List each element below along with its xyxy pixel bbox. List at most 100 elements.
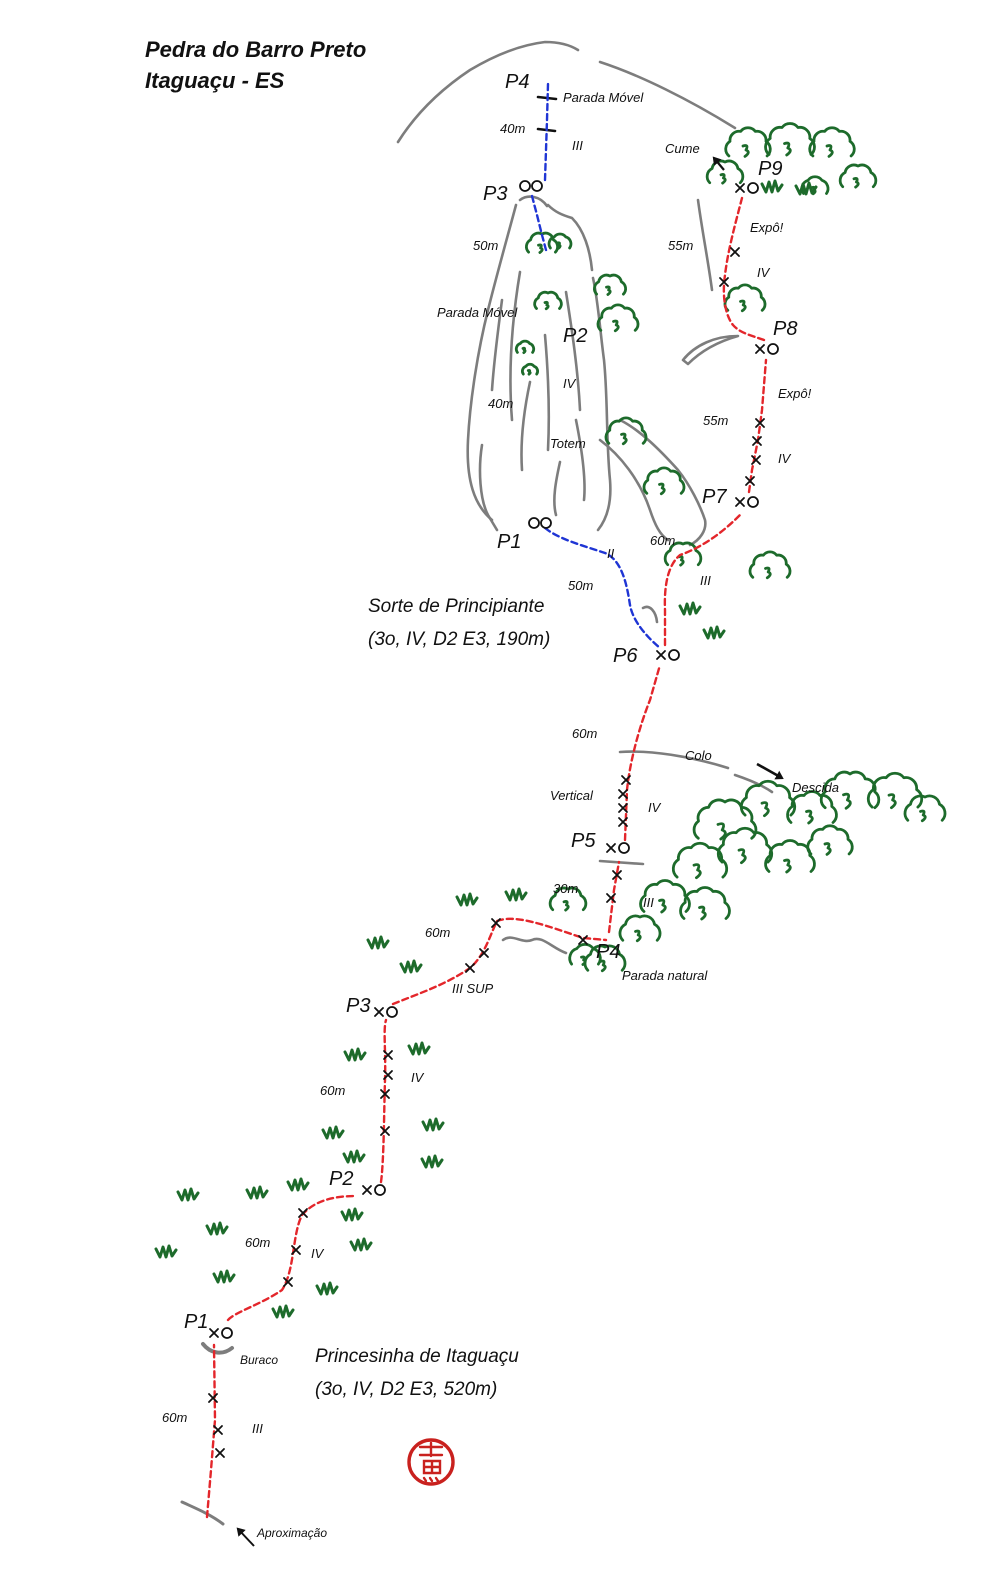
grass-tuft-icon [420, 1154, 444, 1169]
princesinha-pitch-8-length: 55m [703, 413, 728, 428]
sorte-pitch-2-length: 40m [488, 396, 513, 411]
sorte-pitch-1-grade: II [607, 546, 615, 561]
bolt-icon [730, 247, 740, 257]
approach-arrow-icon [236, 1527, 255, 1547]
bush-icon [786, 790, 838, 825]
princesinha-note-descent: Descida [792, 780, 839, 795]
map-title: Pedra do Barro Preto [145, 37, 366, 62]
grass-tuft-icon [366, 935, 390, 950]
princesinha-pitch-4-grade: III SUP [452, 981, 494, 996]
bush-icon [593, 273, 627, 296]
totem-left-edge [466, 203, 518, 522]
bolt-icon [215, 1448, 225, 1458]
anchor-ring-icon [540, 517, 552, 529]
bush-icon [724, 126, 772, 158]
sorte-pitch-4-grade: III [572, 138, 583, 153]
princesinha-note-approach: Aproximação [256, 1526, 327, 1540]
sorte-route-line [530, 82, 662, 650]
grass-tuft-icon [678, 601, 702, 616]
grass-tuft-icon [760, 179, 784, 194]
summit-ridge-left [396, 40, 580, 144]
anchor-ring-icon [668, 649, 680, 661]
princesinha-belay-p7: P7 [702, 486, 727, 508]
bush-icon [716, 826, 774, 865]
seal-ring [407, 1438, 455, 1486]
totem-top [518, 195, 549, 208]
princesinha-pitch-2-line [226, 1194, 358, 1322]
bolt-icon [745, 476, 755, 486]
bush-icon [808, 126, 856, 158]
totem-crack-5 [564, 290, 582, 412]
bush-icon [663, 541, 703, 567]
p4-rock-bumps [501, 936, 568, 955]
princesinha-pitch-2-grade: IV [311, 1246, 325, 1261]
anchor-ring-icon [531, 180, 543, 192]
bolt-icon [298, 1208, 308, 1218]
bolt-icon [380, 1126, 390, 1136]
princesinha-pitch-1-length: 60m [162, 1410, 187, 1425]
princesinha-note-natural-belay: Parada natural [622, 968, 708, 983]
sorte-pitch-4-length: 40m [500, 121, 525, 136]
summit-arrow-icon [712, 156, 725, 171]
grass-tuft-icon [455, 892, 479, 907]
princesinha-note-hole: Buraco [240, 1353, 278, 1367]
bolt-icon [618, 789, 628, 799]
princesinha-route-name: Princesinha de Itaguaçu [315, 1346, 519, 1367]
grass-tuft-icon [794, 181, 818, 196]
princesinha-belay-p9: P9 [758, 158, 782, 180]
bolt-icon [283, 1277, 293, 1287]
princesinha-pitch-3-line [379, 1018, 388, 1184]
bolt-icon [374, 1007, 384, 1017]
bolt-icon [606, 843, 616, 853]
arrows [236, 156, 784, 1547]
anchor-ring-icon [618, 842, 630, 854]
princesinha-pitch-9-note: Expô! [750, 220, 784, 235]
princesinha-pitch-6-note: Vertical [550, 788, 594, 803]
totem-crack-6 [574, 418, 586, 502]
grass-tuft-icon [407, 1041, 431, 1056]
princesinha-belay-p4: P4 [596, 941, 620, 963]
princesinha-belay-p8: P8 [773, 318, 797, 340]
anchor-ring-icon [374, 1184, 386, 1196]
grass-tuft-icon [343, 1047, 367, 1062]
sorte-belay-p3: P3 [483, 183, 507, 205]
princesinha-pitch-9-line [722, 196, 766, 342]
bush-icon [548, 886, 588, 912]
bolt-icon [618, 803, 628, 813]
col-ridge-continuation [733, 773, 774, 794]
totem-crack-3 [520, 380, 532, 472]
princesinha-route-info: (3o, IV, D2 E3, 520m) [315, 1379, 497, 1400]
bush-icon [705, 159, 745, 185]
hole-overhang [201, 1342, 234, 1355]
princesinha-pitch-6-line [623, 663, 662, 842]
sorte-pitch-3-length: 50m [473, 238, 498, 253]
seal-glyph [418, 1441, 444, 1483]
totem-right-upper [546, 203, 594, 272]
slab-edge-2 [618, 418, 707, 547]
princesinha-pitch-2-length: 60m [245, 1235, 270, 1250]
sorte-note-parada-movel-p4: Parada Móvel [563, 90, 644, 105]
descent-arrow-icon [756, 762, 784, 780]
grass-tuft-icon [702, 625, 726, 640]
bolt-icon [213, 1425, 223, 1435]
princesinha-belay-p2: P2 [329, 1168, 353, 1190]
princesinha-belay-p5: P5 [571, 830, 596, 852]
bush-icon [806, 824, 854, 856]
princesinha-belay-p1: P1 [184, 1311, 208, 1333]
princesinha-route-line [205, 196, 768, 1519]
princesinha-pitch-5-grade: III [643, 895, 654, 910]
col-ridge [618, 750, 730, 770]
bolts-and-anchors [208, 180, 779, 1458]
bush-icon [819, 770, 881, 810]
bush-icon [748, 550, 792, 580]
grass-tuft-icon [176, 1187, 200, 1202]
bolt-icon [612, 870, 622, 880]
bolt-icon [751, 455, 761, 465]
grass-tuft-icon [504, 887, 528, 902]
princesinha-note-summit: Cume [665, 141, 700, 156]
princesinha-pitch-7-line [663, 513, 742, 647]
bush-icon [618, 914, 662, 943]
princesinha-pitch-6-length: 60m [572, 726, 597, 741]
bush-icon [838, 163, 878, 189]
anchor-ring-icon [221, 1327, 233, 1339]
